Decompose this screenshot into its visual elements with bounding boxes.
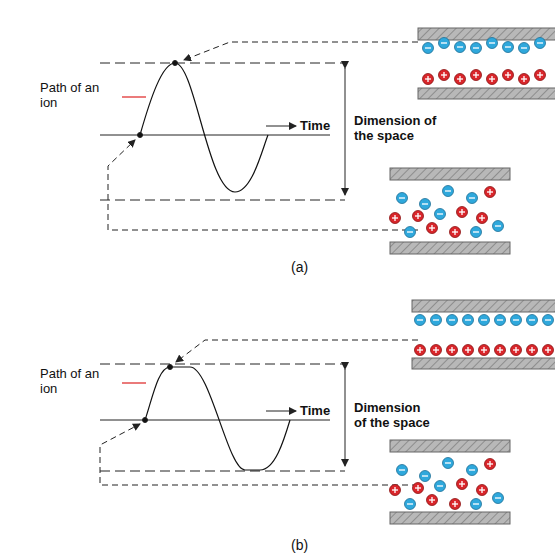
- cation: [511, 345, 522, 356]
- anion: [503, 42, 514, 53]
- anion: [431, 315, 442, 326]
- anion: [423, 43, 434, 54]
- dimension-label: Dimension of the space: [354, 113, 454, 143]
- cation: [427, 495, 438, 506]
- anion: [405, 227, 416, 238]
- anion: [397, 193, 408, 204]
- curve-label: Path of an ion: [40, 80, 120, 110]
- anion: [471, 227, 482, 238]
- anion: [467, 465, 478, 476]
- anion: [479, 315, 490, 326]
- anion: [447, 315, 458, 326]
- anion: [397, 465, 408, 476]
- cation: [455, 74, 466, 85]
- anion: [519, 43, 530, 54]
- cation: [487, 74, 498, 85]
- anion: [420, 471, 431, 482]
- cation: [390, 213, 401, 224]
- cation: [543, 345, 554, 356]
- cation: [390, 485, 401, 496]
- anion: [463, 315, 474, 326]
- anion: [443, 186, 454, 197]
- anion: [435, 481, 446, 492]
- cation: [503, 70, 514, 81]
- panel-a: [100, 28, 555, 254]
- anion: [415, 315, 426, 326]
- anion: [439, 38, 450, 49]
- cation: [431, 345, 442, 356]
- cation: [495, 345, 506, 356]
- anion: [495, 315, 506, 326]
- cation: [527, 345, 538, 356]
- cation: [485, 459, 496, 470]
- cation: [415, 345, 426, 356]
- anion: [527, 315, 538, 326]
- anion: [420, 199, 431, 210]
- cation: [447, 345, 458, 356]
- cation: [519, 74, 530, 85]
- cation: [535, 70, 546, 81]
- dimension-label: Dimension of the space: [354, 400, 432, 430]
- anion: [543, 315, 554, 326]
- anion: [467, 193, 478, 204]
- cation: [477, 485, 488, 496]
- cation: [471, 70, 482, 81]
- anion: [493, 221, 504, 232]
- cation: [450, 499, 461, 510]
- cation: [463, 345, 474, 356]
- cation: [413, 483, 424, 494]
- anion: [535, 38, 546, 49]
- anion: [493, 493, 504, 504]
- cation: [477, 213, 488, 224]
- cation: [485, 187, 496, 198]
- anion: [435, 209, 446, 220]
- cation: [423, 74, 434, 85]
- panel-b: [100, 300, 555, 524]
- axis-label: Time: [300, 118, 350, 133]
- cation: [450, 227, 461, 238]
- curve-label: Path of an ion: [40, 366, 120, 396]
- cation: [427, 223, 438, 234]
- axis-label: Time: [300, 403, 350, 418]
- anion: [455, 42, 466, 53]
- anion: [487, 38, 498, 49]
- anion: [471, 43, 482, 54]
- cation: [479, 345, 490, 356]
- cation: [439, 70, 450, 81]
- cation: [457, 207, 468, 218]
- panel-label: (a): [291, 260, 331, 275]
- ions: [390, 38, 554, 510]
- cation: [413, 211, 424, 222]
- panel-label: (b): [291, 538, 331, 553]
- anion: [443, 458, 454, 469]
- anion: [471, 499, 482, 510]
- anion: [511, 315, 522, 326]
- anion: [405, 499, 416, 510]
- cation: [457, 479, 468, 490]
